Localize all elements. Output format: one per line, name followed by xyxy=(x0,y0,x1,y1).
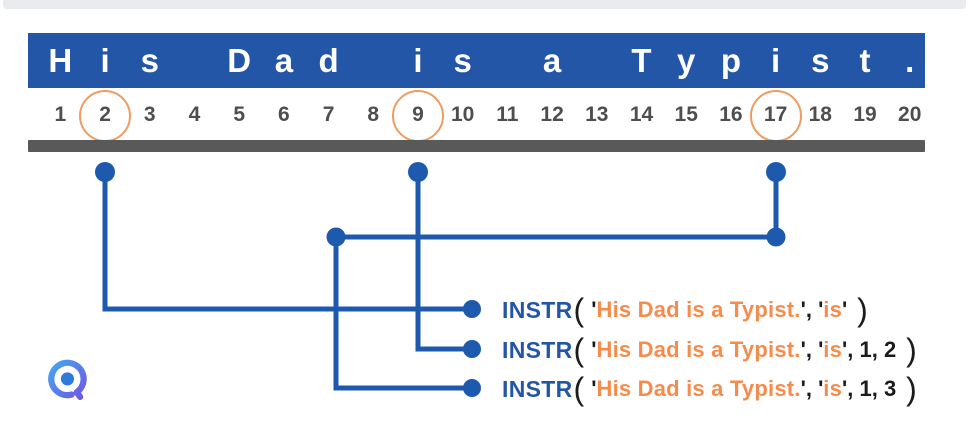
string-char-pos-5: D xyxy=(227,42,252,79)
string-char-pos-9: i xyxy=(413,42,423,79)
string-char-pos-20: . xyxy=(905,42,915,79)
paren: ( xyxy=(573,332,585,368)
position-number-8: 8 xyxy=(367,103,380,126)
function-name: INSTR xyxy=(502,375,573,402)
top-accent-bar xyxy=(3,0,966,9)
punctuation: ' xyxy=(811,297,824,322)
paren: ) xyxy=(848,292,868,328)
string-arg: is xyxy=(823,376,843,401)
instr-call-2: INSTR( 'His Dad is a Typist.', 'is', 1, … xyxy=(502,332,918,368)
string-arg: His Dad is a Typist. xyxy=(596,376,801,401)
position-number-14: 14 xyxy=(629,103,654,126)
string-char-pos-10: s xyxy=(453,42,472,79)
position-number-11: 11 xyxy=(496,103,519,126)
position-number-19: 19 xyxy=(853,103,877,126)
position-number-6: 6 xyxy=(278,103,290,126)
string-char-pos-12: a xyxy=(542,42,562,79)
position-number-4: 4 xyxy=(188,103,201,126)
punctuation: ', xyxy=(800,376,812,401)
punctuation: ', xyxy=(800,337,812,362)
position-number-12: 12 xyxy=(540,103,564,126)
punctuation: ' xyxy=(585,297,597,322)
punctuation: 1, 2 xyxy=(853,337,897,362)
string-arg: His Dad is a Typist. xyxy=(596,297,801,322)
paren: ( xyxy=(573,292,585,328)
paren: ) xyxy=(897,332,917,368)
string-char-pos-3: s xyxy=(140,42,159,79)
position-number-7: 7 xyxy=(322,103,335,126)
punctuation: ' xyxy=(585,376,597,401)
position-number-13: 13 xyxy=(585,103,609,126)
instr-call-3: INSTR( 'His Dad is a Typist.', 'is', 1, … xyxy=(502,371,918,407)
paren: ( xyxy=(573,371,585,407)
position-number-1: 1 xyxy=(54,103,67,126)
string-char-pos-18: s xyxy=(811,42,830,79)
string-char-pos-17: i xyxy=(771,42,781,79)
punctuation: ' xyxy=(811,376,824,401)
string-char-pos-19: t xyxy=(859,42,871,79)
string-arg: is xyxy=(823,297,843,322)
string-char-pos-1: H xyxy=(48,42,73,79)
string-char-pos-7: d xyxy=(318,42,339,79)
position-number-5: 5 xyxy=(233,103,245,126)
punctuation: ' xyxy=(811,337,824,362)
position-number-20: 20 xyxy=(898,103,922,126)
position-number-10: 10 xyxy=(451,103,475,126)
position-number-15: 15 xyxy=(674,103,698,126)
position-number-3: 3 xyxy=(143,103,156,126)
string-char-pos-6: a xyxy=(274,42,294,79)
instr-call-1: INSTR( 'His Dad is a Typist.', 'is' ) xyxy=(502,292,869,328)
function-name: INSTR xyxy=(502,336,573,363)
string-arg: His Dad is a Typist. xyxy=(596,337,801,362)
function-name: INSTR xyxy=(502,296,573,323)
punctuation: 1, 3 xyxy=(853,376,897,401)
string-char-pos-2: i xyxy=(100,42,110,79)
position-number-18: 18 xyxy=(808,103,832,126)
punctuation: ', xyxy=(842,376,854,401)
string-char-pos-15: y xyxy=(677,42,696,79)
baseline-bar xyxy=(28,140,925,152)
string-char-pos-14: T xyxy=(631,42,652,79)
punctuation: ', xyxy=(800,297,812,322)
string-arg: is xyxy=(823,337,843,362)
brand-logo xyxy=(48,359,87,400)
punctuation: ', xyxy=(842,337,854,362)
logo-center-dot xyxy=(60,372,75,386)
punctuation: ' xyxy=(585,337,597,362)
paren: ) xyxy=(897,371,917,407)
logo-ring xyxy=(48,359,87,400)
position-number-16: 16 xyxy=(719,103,743,126)
string-char-pos-16: p xyxy=(720,42,741,79)
punctuation: ' xyxy=(842,297,848,322)
